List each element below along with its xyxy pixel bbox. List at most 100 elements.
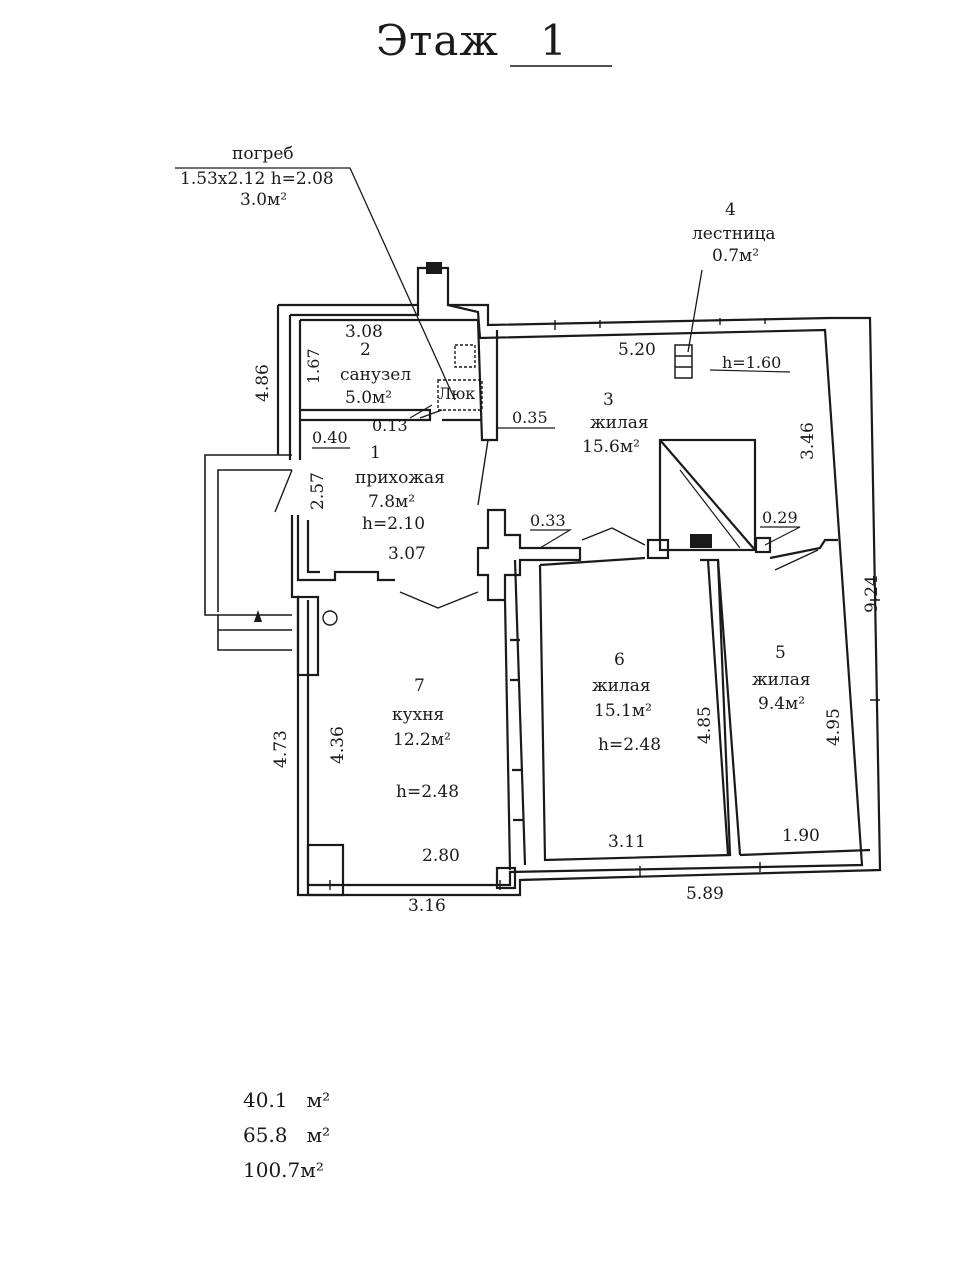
room2-number: 2 xyxy=(360,340,371,360)
dim-2-80: 2.80 xyxy=(422,846,460,866)
dim-3-08: 3.08 xyxy=(345,322,383,342)
door-swing-room3 xyxy=(581,527,646,546)
hallway-walls xyxy=(296,515,395,582)
dim-3-11: 3.11 xyxy=(608,832,646,852)
floor-title-label: Этаж xyxy=(376,16,500,65)
room4-area: 0.7м² xyxy=(712,246,760,266)
kitchen-east-wall xyxy=(503,559,527,871)
room6-number: 6 xyxy=(614,650,625,670)
pillar-right xyxy=(754,536,772,554)
pillar-left xyxy=(646,538,670,560)
dim-4-86: 4.86 xyxy=(253,364,273,402)
dim-4-95: 4.95 xyxy=(824,708,844,746)
dim-2-57: 2.57 xyxy=(308,472,328,510)
total-3-value: 100.7 xyxy=(243,1158,301,1182)
leader-bathroom-width xyxy=(409,404,433,419)
ladder xyxy=(674,344,693,379)
stove-icon xyxy=(322,610,338,626)
room4-number: 4 xyxy=(725,200,736,220)
cellar-area: 3.0м² xyxy=(240,190,288,210)
room4-height: h=1.60 xyxy=(722,353,782,372)
room5-area: 9.4м² xyxy=(758,694,806,714)
room7-height: h=2.48 xyxy=(396,782,460,802)
total-1-unit: м² xyxy=(306,1088,331,1112)
dim-1-67: 1.67 xyxy=(304,348,323,384)
porch-arrow xyxy=(254,610,262,622)
dim-4-85: 4.85 xyxy=(695,706,715,744)
room1-number: 1 xyxy=(370,443,381,463)
room7-number: 7 xyxy=(414,676,425,696)
cellar-name: погреб xyxy=(232,144,294,164)
porch xyxy=(204,454,292,651)
door-swing-bath xyxy=(419,409,443,419)
kitchen-west-wall xyxy=(296,595,320,677)
leader-h160 xyxy=(709,369,791,373)
floor-number: 1 xyxy=(540,16,567,65)
room7-name: кухня xyxy=(392,705,445,725)
room7-area: 12.2м² xyxy=(393,730,451,750)
dim-3-07: 3.07 xyxy=(388,544,426,564)
room3-number: 3 xyxy=(603,390,614,410)
dim-0-40: 0.40 xyxy=(312,428,348,447)
kitchen-corner-right xyxy=(495,866,517,890)
stair-diagonal-2 xyxy=(679,469,741,549)
total-3: 100.7м² xyxy=(243,1160,324,1180)
hatch-outline xyxy=(437,379,483,411)
dim-9-24: 9.24 xyxy=(862,575,882,613)
total-2-value: 65.8 xyxy=(243,1123,288,1147)
room3-name: жилая xyxy=(590,413,649,433)
room1-name: прихожая xyxy=(355,468,445,488)
room2-area: 5.0м² xyxy=(345,388,393,408)
chimney-mark-top xyxy=(426,262,442,274)
room4-name: лестница xyxy=(692,224,776,244)
dim-4-73: 4.73 xyxy=(271,730,291,768)
dim-3-46: 3.46 xyxy=(798,422,818,460)
room6-area: 15.1м² xyxy=(594,701,652,721)
room2-name: санузел xyxy=(340,365,412,385)
central-wall xyxy=(476,508,582,602)
partition-6-5 xyxy=(706,559,742,856)
dim-0-29: 0.29 xyxy=(762,508,798,527)
dim-5-20: 5.20 xyxy=(618,340,656,360)
outer-wall-outer-line xyxy=(278,266,882,897)
door-swing-room5 xyxy=(774,549,819,571)
total-1: 40.1 м² xyxy=(243,1090,330,1110)
room6-height: h=2.48 xyxy=(598,735,662,755)
kitchen-corner-bottom xyxy=(306,843,345,897)
total-2: 65.8 м² xyxy=(243,1125,330,1145)
kitchen-east-wall-windows xyxy=(510,638,523,822)
dim-3-16: 3.16 xyxy=(408,896,446,916)
door-swing-kitchen xyxy=(399,591,479,609)
room5-walls xyxy=(739,538,871,857)
total-2-unit: м² xyxy=(306,1123,331,1147)
leader-stairs xyxy=(687,269,703,353)
door-swing-hall xyxy=(477,439,489,506)
left-wall xyxy=(276,305,302,460)
dim-1-90: 1.90 xyxy=(782,826,820,846)
room1-height: h=2.10 xyxy=(362,514,426,534)
windows xyxy=(329,318,880,890)
dim-0-33: 0.33 xyxy=(530,511,566,530)
leader-029 xyxy=(760,526,801,546)
room6-walls xyxy=(538,556,732,862)
stair-block xyxy=(658,438,757,552)
hatch-label: Люк xyxy=(438,384,476,403)
room6-name: жилая xyxy=(592,676,651,696)
room3-area: 15.6м² xyxy=(582,437,640,457)
room1-area: 7.8м² xyxy=(368,492,416,512)
room5-name: жилая xyxy=(752,670,811,690)
leader-033 xyxy=(530,529,573,549)
room5-number: 5 xyxy=(775,643,786,663)
dim-5-89: 5.89 xyxy=(686,884,724,904)
cellar-size: 1.53x2.12 h=2.08 xyxy=(180,169,334,189)
dim-4-36: 4.36 xyxy=(328,726,348,764)
dim-0-13: 0.13 xyxy=(372,416,408,435)
dim-0-35: 0.35 xyxy=(512,408,548,427)
door-swing-entrance xyxy=(274,469,293,513)
electrical-icon xyxy=(454,344,476,368)
chimney-mark-center xyxy=(690,534,712,548)
total-3-unit: м² xyxy=(300,1158,324,1182)
stair-diagonal xyxy=(659,439,756,551)
leader-cellar xyxy=(175,167,456,401)
